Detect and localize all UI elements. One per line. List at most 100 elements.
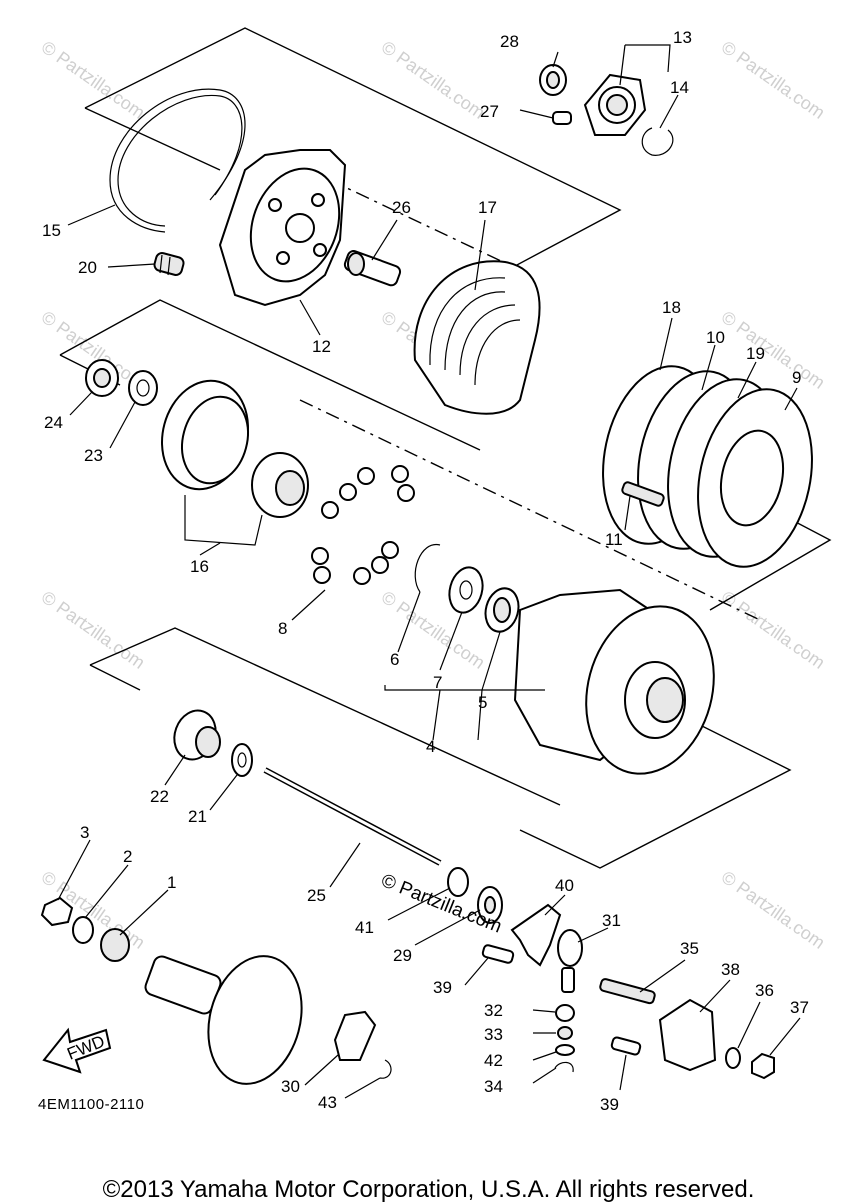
callout-label: 37	[790, 998, 809, 1017]
fwd-arrow-icon: FWD	[42, 1027, 112, 1074]
callout-label: 18	[662, 298, 681, 317]
leader-lines	[57, 44, 801, 1099]
callout-label: 23	[84, 446, 103, 465]
part-42-washer	[555, 1044, 575, 1056]
watermark: © Partzilla.com	[38, 37, 149, 123]
callout-label: 29	[393, 946, 412, 965]
part-37-nut	[751, 1052, 775, 1080]
callout-label: 10	[706, 328, 725, 347]
callout-label: 41	[355, 918, 374, 937]
callout-label: 17	[478, 198, 497, 217]
part-32-bushing	[555, 1004, 575, 1022]
part-25-push-rod	[263, 767, 442, 866]
part-3-nut	[40, 896, 74, 927]
part-26-push-rod	[343, 250, 402, 287]
callout-label: 21	[188, 807, 207, 826]
callout-label: 39	[433, 978, 452, 997]
fwd-label: FWD	[64, 1032, 107, 1064]
part-22-collar	[173, 709, 221, 761]
part-14-circlip	[641, 127, 674, 156]
part-41-washer	[447, 867, 469, 897]
callout-label: 15	[42, 221, 61, 240]
part-11-bolt	[621, 481, 665, 507]
part-39-bolt	[481, 944, 515, 964]
callout-label: 3	[80, 823, 89, 842]
callout-label: 19	[746, 344, 765, 363]
callout-label: 33	[484, 1025, 503, 1044]
callout-label: 2	[123, 847, 132, 866]
part-8-balls	[311, 465, 415, 585]
callout-label: 20	[78, 258, 97, 277]
callout-label: 12	[312, 337, 331, 356]
part-28-bearing	[539, 64, 567, 96]
callout-label: 13	[673, 28, 692, 47]
part-20-spring	[153, 252, 185, 276]
part-15-circlip	[109, 88, 246, 233]
callout-label: 30	[281, 1077, 300, 1096]
part-34-circlip	[554, 1061, 574, 1073]
callout-labels: 1 2 3 4 5 6 7 8 9 10 11 12 13 14 15 16 1…	[42, 28, 809, 1114]
callout-label: 40	[555, 876, 574, 895]
part-5-bearing	[484, 587, 520, 633]
part-33-spacer	[557, 1026, 573, 1040]
callout-label: 26	[392, 198, 411, 217]
callout-label: 43	[318, 1093, 337, 1112]
part-6-circlip	[414, 544, 441, 593]
part-35-bolt	[599, 978, 656, 1005]
clutch-cover-shaft	[144, 955, 303, 1085]
callout-label: 32	[484, 1001, 503, 1020]
callout-label: 28	[500, 32, 519, 51]
watermark: © Partzilla.com	[718, 867, 829, 953]
part-1-bearing	[100, 928, 130, 962]
part-2-washer	[72, 916, 94, 944]
callout-label: 25	[307, 886, 326, 905]
callout-label: 5	[478, 693, 487, 712]
callout-label: 16	[190, 557, 209, 576]
watermark: © Partzilla.com	[38, 587, 149, 673]
part-39-bolt	[610, 1036, 642, 1056]
part-27-screw	[552, 111, 572, 125]
callout-label: 35	[680, 939, 699, 958]
callout-label: 4	[426, 737, 435, 756]
callout-label: 7	[433, 673, 442, 692]
copyright-notice: ©2013 Yamaha Motor Corporation, U.S.A. A…	[102, 1176, 755, 1203]
watermark: © Partzilla.com	[718, 587, 829, 673]
callout-label: 27	[480, 102, 499, 121]
callout-label: 42	[484, 1051, 503, 1070]
callout-label: 8	[278, 619, 287, 638]
callout-label: 36	[755, 981, 774, 1000]
part-31-adjuster	[557, 929, 583, 993]
callout-label: 6	[390, 650, 399, 669]
callout-label: 34	[484, 1077, 503, 1096]
part-38-bracket	[658, 998, 717, 1072]
part-13-bearing-housing	[583, 73, 647, 136]
part-40-lever	[510, 903, 562, 967]
watermark: © Partzilla.com	[378, 37, 489, 123]
callout-label: 38	[721, 960, 740, 979]
callout-label: 9	[792, 368, 801, 387]
assembly-frames	[59, 27, 832, 869]
part-16-primary-drive-gear	[161, 379, 309, 518]
part-12-pressure-plate	[218, 149, 347, 307]
callout-label: 1	[167, 873, 176, 892]
part-7-washer	[448, 566, 484, 614]
part-24-nut	[85, 359, 119, 397]
part-30-lever	[333, 1010, 377, 1061]
part-21-washer	[231, 743, 253, 777]
part-29-bearing	[477, 886, 503, 924]
part-36-washer	[725, 1047, 741, 1069]
callout-label: 14	[670, 78, 689, 97]
part-17-friction-plates	[413, 260, 541, 415]
callout-label: 11	[605, 530, 623, 549]
part-9-clutch-plate	[697, 388, 813, 568]
part-23-lock-washer	[128, 370, 158, 406]
drawing-code: 4EM1100-2110	[38, 1096, 145, 1113]
part-4-clutch-housing	[513, 588, 715, 775]
callout-label: 22	[150, 787, 169, 806]
callout-label: 39	[600, 1095, 619, 1114]
part-43-circlip	[379, 1059, 392, 1079]
callout-label: 24	[44, 413, 63, 432]
watermark: © Partzilla.com	[718, 37, 829, 123]
callout-label: 31	[602, 911, 621, 930]
